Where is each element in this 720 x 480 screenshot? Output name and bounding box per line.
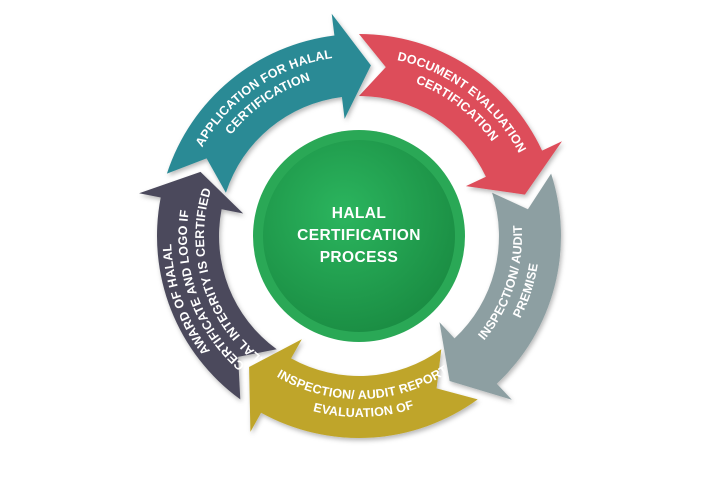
arrow-shape [166, 13, 371, 193]
arrow-shape [139, 171, 277, 400]
arrow-shape [439, 173, 561, 400]
step-arrow-application-for-halal-certification: APPLICATION FOR HALAL CERTIFICATION [166, 13, 371, 193]
step-arrow-evaluation-of-inspection-report: EVALUATION OF INSPECTION/ AUDIT REPORT [249, 339, 478, 438]
center-title-line: CERTIFICATION [297, 227, 421, 244]
center-title-line: HALAL [332, 205, 387, 222]
center-circle-inner [263, 140, 455, 332]
arrow-shape [359, 33, 562, 195]
center-title-line: PROCESS [320, 249, 399, 266]
arrow-shape [249, 339, 478, 438]
center-badge: HALAL CERTIFICATION PROCESS [253, 130, 465, 342]
